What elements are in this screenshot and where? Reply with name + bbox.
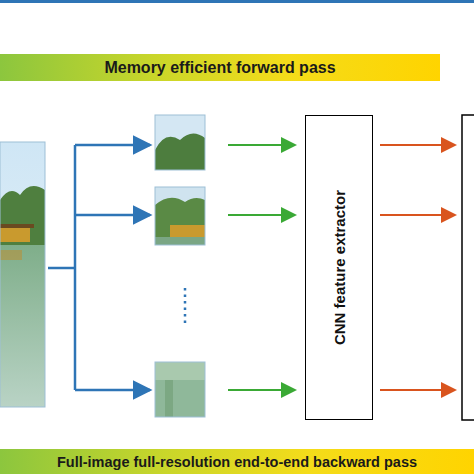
image-patch: [155, 362, 205, 417]
feature-arrows: [380, 145, 455, 390]
header-band: Memory efficient forward pass: [0, 54, 440, 81]
footer-band: Full-image full-resolution end-to-end ba…: [0, 449, 474, 474]
top-rule: [0, 0, 474, 3]
process-box: CNN feature extractor: [305, 115, 373, 420]
input-photo: [0, 142, 45, 407]
cropped-box: [462, 115, 474, 420]
node-label: Memory efficient forward pass: [104, 59, 335, 77]
ellipsis-dots: [185, 288, 186, 326]
node-label: Full-image full-resolution end-to-end ba…: [57, 454, 417, 470]
image-patch: [155, 115, 205, 170]
node-label: CNN feature extractor: [331, 190, 348, 345]
split-lines: [48, 145, 150, 390]
forward-arrows: [228, 145, 295, 390]
image-patch: [155, 187, 205, 245]
